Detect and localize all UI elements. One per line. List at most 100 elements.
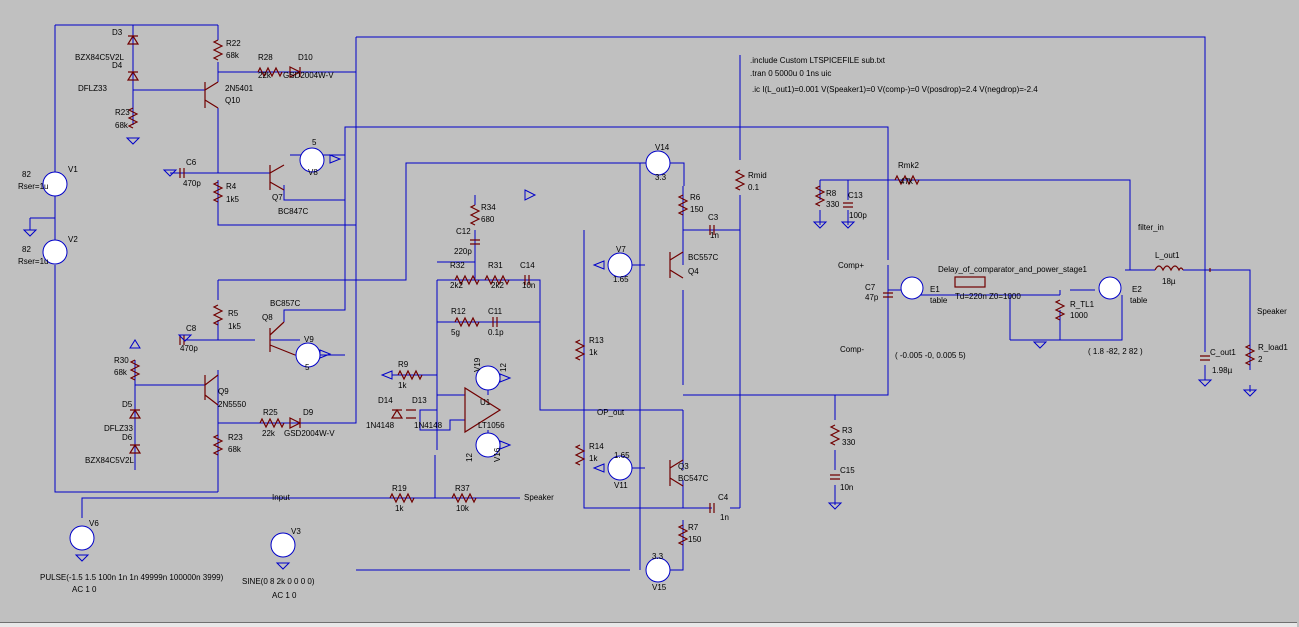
- label-C6-val: 470p: [183, 179, 201, 188]
- label-C7-val: 47p: [865, 293, 879, 302]
- label-V3-ac: AC 1 0: [272, 591, 297, 600]
- label-D6-val: BZX84C5V2L: [85, 456, 134, 465]
- label-speaker-label: Speaker: [1257, 307, 1287, 316]
- label-R28-val: 22k: [258, 71, 272, 80]
- R34-symbol: [469, 204, 481, 226]
- R25-symbol: [259, 417, 285, 429]
- ground-symbol: [276, 562, 290, 570]
- label-R14-val: 1k: [589, 454, 598, 463]
- C13-symbol: [843, 202, 853, 208]
- labels: .include Custom LTSPICEFILE sub.txt .tra…: [18, 28, 1288, 600]
- label-R25: R25: [263, 408, 278, 417]
- label-filter-in: filter_in: [1138, 223, 1164, 232]
- Q8-symbol: [269, 321, 296, 356]
- C6-symbol: [179, 168, 185, 178]
- label-C11-val: 0.1p: [488, 328, 504, 337]
- Q3-symbol: [669, 459, 684, 487]
- wire-segment: [1060, 295, 1123, 341]
- wire-segment: [499, 440, 512, 450]
- label-V16: V16: [493, 447, 502, 462]
- D3-symbol: [126, 34, 140, 45]
- V15-symbol[interactable]: [645, 557, 671, 583]
- R7-symbol: [677, 524, 689, 546]
- R30-symbol: [129, 359, 141, 381]
- ground-symbol: [1198, 379, 1212, 387]
- R23a-symbol: [127, 107, 139, 129]
- label-R4: R4: [226, 182, 237, 191]
- label-V3: V3: [291, 527, 301, 536]
- Rmid-symbol: [734, 169, 746, 191]
- wire-segment: [437, 195, 476, 280]
- label-R23b: R23: [228, 433, 243, 442]
- R4-symbol: [212, 181, 224, 203]
- label-V6: V6: [89, 519, 99, 528]
- label-C4: C4: [718, 493, 729, 502]
- label-C6: C6: [186, 158, 197, 167]
- C14-symbol: [524, 275, 530, 285]
- D14-symbol: [390, 408, 404, 419]
- D4-symbol: [126, 70, 140, 81]
- label-V8: V8: [308, 168, 318, 177]
- R9-symbol: [397, 369, 423, 381]
- wire-segment: [132, 25, 356, 125]
- R6-symbol: [677, 194, 689, 216]
- label-R4-val: 1k5: [226, 195, 239, 204]
- wire-segment: [29, 217, 55, 230]
- label-Rmid: Rmid: [748, 171, 767, 180]
- label-R-TL1: R_TL1: [1070, 300, 1095, 309]
- label-R19: R19: [392, 484, 407, 493]
- label-C8: C8: [186, 324, 197, 333]
- R3-symbol: [829, 424, 841, 446]
- V11-symbol[interactable]: [607, 455, 633, 481]
- label-R30: R30: [114, 356, 129, 365]
- R28-symbol: [257, 66, 283, 78]
- label-R6: R6: [690, 193, 701, 202]
- D5-symbol: [128, 408, 142, 419]
- V6-symbol[interactable]: [69, 525, 95, 551]
- label-table2: ( 1.8 -82, 2 82 ): [1088, 347, 1143, 356]
- V2-symbol[interactable]: [42, 239, 68, 265]
- label-Q7: Q7: [272, 193, 283, 202]
- label-R32: R32: [450, 261, 465, 270]
- label-R6-val: 150: [690, 205, 704, 214]
- V8-symbol[interactable]: [299, 147, 325, 173]
- label-R34-val: 680: [481, 215, 495, 224]
- C11-symbol: [492, 317, 498, 327]
- U1-symbol: [464, 386, 502, 434]
- V1-symbol[interactable]: [42, 171, 68, 197]
- wire-segment: [218, 162, 685, 281]
- V3-symbol[interactable]: [270, 532, 296, 558]
- label-C8-val: 470p: [180, 344, 198, 353]
- label-D3: D3: [112, 28, 123, 37]
- label-E1: E1: [930, 285, 940, 294]
- E1-symbol[interactable]: [900, 276, 924, 300]
- R_load1-symbol: [1244, 344, 1256, 366]
- label-D3-val: BZX84C5V2L: [75, 53, 124, 62]
- label-D4-val: DFLZ33: [78, 84, 107, 93]
- L_out1-symbol: [1154, 265, 1184, 272]
- label-R-load1: R_load1: [1258, 343, 1288, 352]
- E2-symbol[interactable]: [1098, 276, 1122, 300]
- label-R7-val: 150: [688, 535, 702, 544]
- wire-segment: [217, 225, 357, 492]
- wire-segment: [319, 349, 332, 359]
- ground-symbol: [75, 554, 89, 562]
- label-C14: C14: [520, 261, 535, 270]
- label-R25-val: 22k: [262, 429, 276, 438]
- V7-symbol[interactable]: [607, 252, 633, 278]
- V14-symbol[interactable]: [645, 150, 671, 176]
- label-R3: R3: [842, 426, 853, 435]
- label-R34: R34: [481, 203, 496, 212]
- label-Q4: Q4: [688, 267, 699, 276]
- label-V8-val: 5: [312, 138, 317, 147]
- Q4-symbol: [669, 251, 684, 279]
- label-C12-val: 220p: [454, 247, 472, 256]
- label-table1: ( -0.005 -0, 0.005 5): [895, 351, 966, 360]
- label-R3-val: 330: [842, 438, 856, 447]
- label-Q9-val: 2N5550: [218, 400, 247, 409]
- D13-symbol: [406, 409, 416, 419]
- label-Q10: Q10: [225, 96, 241, 105]
- label-V3-sine: SINE(0 8 2k 0 0 0 0): [242, 577, 315, 586]
